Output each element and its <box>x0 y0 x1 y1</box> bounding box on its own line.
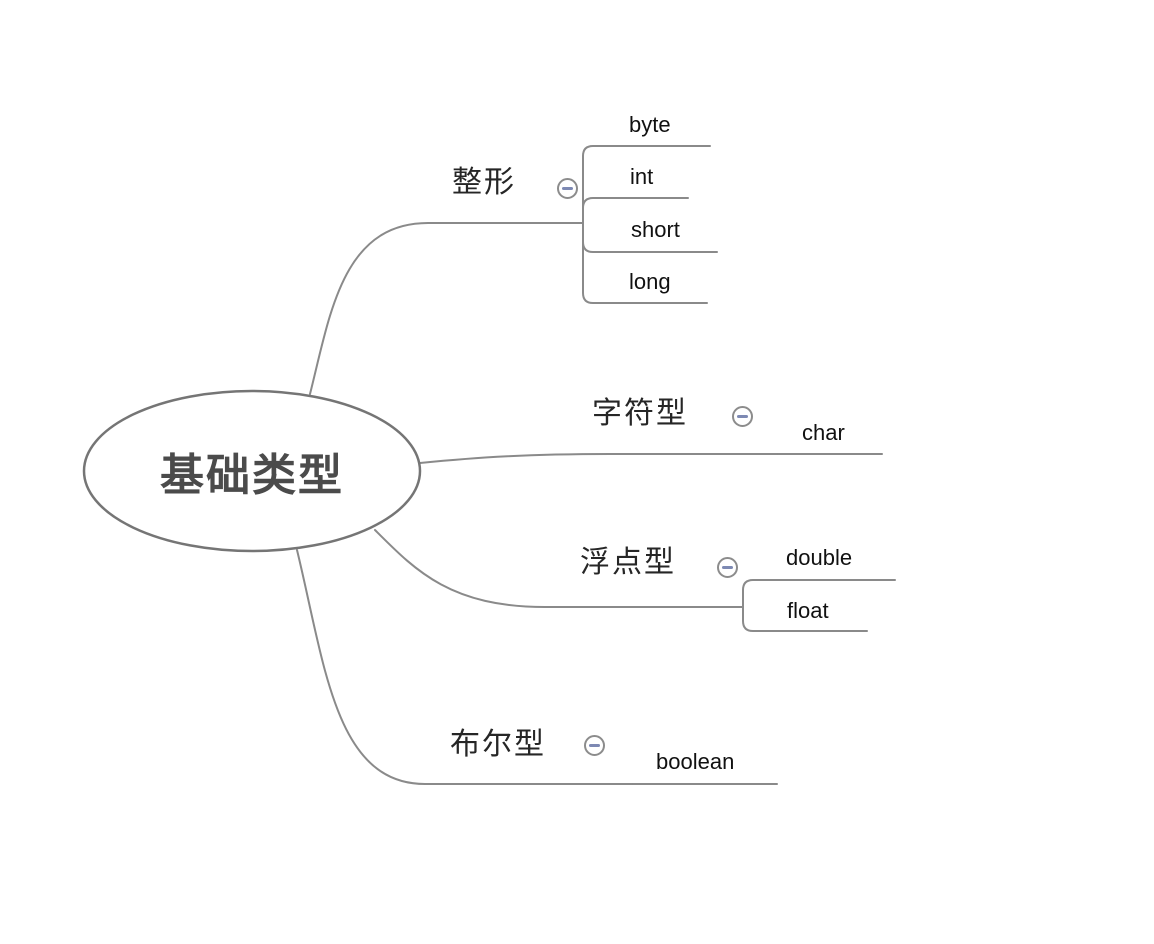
connector-integer-to-byte <box>582 145 711 224</box>
minus-glyph <box>722 566 733 569</box>
minus-glyph <box>589 744 600 747</box>
leaf-node-int[interactable]: int <box>630 164 654 189</box>
branch-node-chartype[interactable]: 字符型 <box>592 397 688 430</box>
branch-node-integer[interactable]: 整形 <box>452 166 516 199</box>
connector-floattype-to-double <box>742 579 896 608</box>
branch-node-floattype[interactable]: 浮点型 <box>580 546 676 579</box>
leaf-node-long[interactable]: long <box>629 269 671 294</box>
connector-root-to-integer <box>309 222 584 395</box>
leaf-node-byte[interactable]: byte <box>629 112 671 137</box>
leaf-node-char[interactable]: char <box>802 420 845 445</box>
minus-glyph <box>737 415 748 418</box>
connector-integer-to-int <box>582 197 689 224</box>
collapse-minus-icon-integer[interactable] <box>557 178 578 199</box>
collapse-minus-icon-chartype[interactable] <box>732 406 753 427</box>
leaf-node-boolean[interactable]: boolean <box>656 749 735 774</box>
connector-integer-to-long <box>582 222 708 304</box>
collapse-minus-icon-floattype[interactable] <box>717 557 738 578</box>
root-node-label[interactable]: 基础类型 <box>160 451 344 500</box>
connector-floattype-to-float <box>742 606 868 632</box>
root-node-ellipse[interactable] <box>82 389 422 553</box>
connector-root-to-booltype <box>296 549 634 785</box>
collapse-minus-icon-booltype[interactable] <box>584 735 605 756</box>
leaf-node-short[interactable]: short <box>631 217 680 242</box>
branch-node-booltype[interactable]: 布尔型 <box>450 728 546 761</box>
connector-root-to-chartype <box>419 453 779 464</box>
connector-root-to-floattype <box>374 529 744 608</box>
leaf-node-float[interactable]: float <box>787 598 829 623</box>
leaf-node-double[interactable]: double <box>786 545 853 570</box>
minus-glyph <box>562 187 573 190</box>
